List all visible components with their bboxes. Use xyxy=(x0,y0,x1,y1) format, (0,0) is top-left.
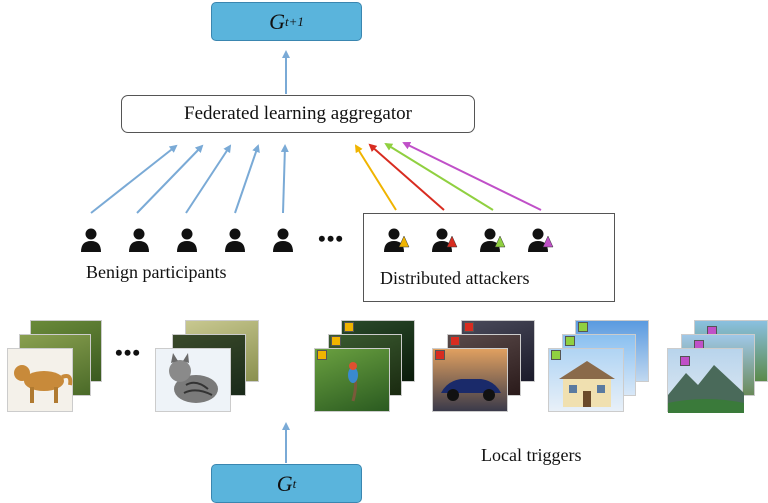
bird-image-icon xyxy=(348,362,358,402)
cat-image-icon xyxy=(169,353,218,403)
house-trigger-2 xyxy=(578,322,588,332)
car-trigger-front xyxy=(435,350,445,360)
global-model-current-symbol: G xyxy=(276,470,293,496)
images-ellipsis: ••• xyxy=(115,340,142,365)
attacker-arrow-purple xyxy=(402,142,542,211)
global-model-current-subscript: t xyxy=(292,475,297,491)
attacker-person-icon-4 xyxy=(528,228,554,252)
benign-arrow-3 xyxy=(185,144,232,214)
attacker-person-icon-3 xyxy=(480,228,506,252)
attacker-arrow-red xyxy=(368,143,445,211)
attackers-box xyxy=(363,213,615,302)
distributed-attackers-label: Distributed attackers xyxy=(380,268,530,288)
attacker-person-icon-2 xyxy=(432,228,458,252)
cat-photo-front xyxy=(155,348,231,412)
benign-arrow-5 xyxy=(280,144,289,214)
dog-photo-front xyxy=(7,348,73,412)
attacker-person-icon-1 xyxy=(384,228,410,252)
benign-arrow-1 xyxy=(90,144,178,214)
house-image-icon xyxy=(559,361,615,407)
benign-arrow-4 xyxy=(234,144,260,214)
mountain-photo-front xyxy=(667,348,744,413)
global-model-next-symbol: G xyxy=(269,8,285,34)
car-trigger-1 xyxy=(450,336,460,346)
bird-trigger-1 xyxy=(331,336,341,346)
benign-person-icon-2 xyxy=(129,228,149,252)
bird-trigger-front xyxy=(317,350,327,360)
mountain-trigger-front xyxy=(680,356,690,366)
benign-person-icon-3 xyxy=(177,228,197,252)
house-photo-front xyxy=(548,348,624,412)
attacker-arrow-green xyxy=(384,142,494,211)
dog-image-icon xyxy=(14,365,73,403)
attacker-arrow-orange xyxy=(354,144,397,211)
aggregator-label: Federated learning aggregator xyxy=(184,103,412,124)
aggregator-box: Federated learning aggregator xyxy=(121,95,475,133)
car-image-icon xyxy=(441,379,501,401)
benign-person-icon-5 xyxy=(273,228,293,252)
benign-participants-label: Benign participants xyxy=(86,262,227,282)
local-triggers-label: Local triggers xyxy=(481,445,582,465)
car-trigger-2 xyxy=(464,322,474,332)
benign-arrow-2 xyxy=(136,144,204,214)
bird-trigger-2 xyxy=(344,322,354,332)
mountain-image-icon xyxy=(668,365,744,413)
global-model-next-subscript: t+1 xyxy=(285,13,304,29)
benign-person-icon-1 xyxy=(81,228,101,252)
participants-ellipsis: ••• xyxy=(318,226,345,251)
benign-person-icon-4 xyxy=(225,228,245,252)
house-trigger-front xyxy=(551,350,561,360)
house-trigger-1 xyxy=(565,336,575,346)
